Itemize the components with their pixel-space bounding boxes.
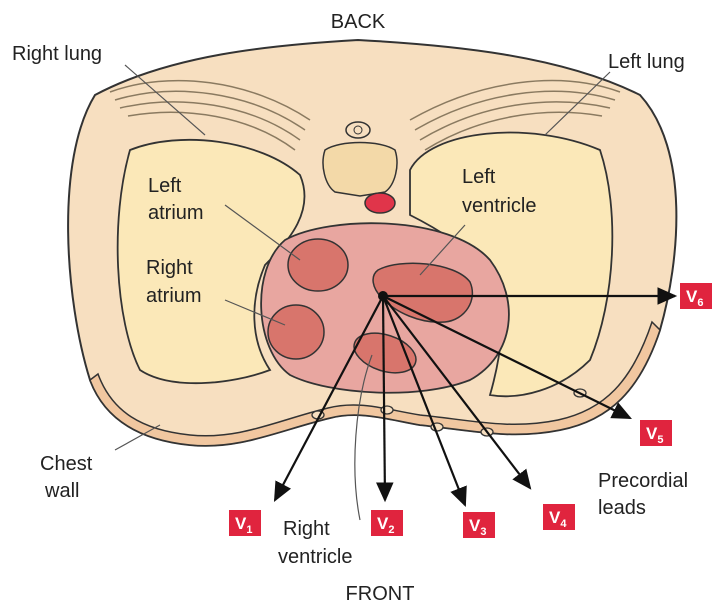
lead-box-v2: V2 xyxy=(371,510,403,536)
label-left-lung: Left lung xyxy=(608,51,685,73)
right-atrium xyxy=(268,305,324,359)
label-back: BACK xyxy=(331,11,386,33)
label-chest-wall-2: wall xyxy=(44,480,79,502)
lead-box-v5: V5 xyxy=(640,420,672,446)
label-front: FRONT xyxy=(346,583,415,605)
lead-v6-num: 6 xyxy=(697,297,703,309)
label-precordial-1: Precordial xyxy=(598,470,688,492)
lead-v1-letter: V xyxy=(235,514,247,533)
lead-v1-num: 1 xyxy=(246,524,252,536)
lead-v5-num: 5 xyxy=(657,434,663,446)
aorta xyxy=(365,193,395,213)
label-right-ventricle-1: Right xyxy=(283,518,330,540)
lead-box-v3: V3 xyxy=(463,512,495,538)
lead-v3-num: 3 xyxy=(480,526,486,538)
lead-v2-letter: V xyxy=(377,514,389,533)
left-atrium xyxy=(288,239,348,291)
label-left-ventricle-2: ventricle xyxy=(462,195,536,217)
lead-box-v1: V1 xyxy=(229,510,261,536)
label-left-ventricle-1: Left xyxy=(462,166,496,188)
vertebra xyxy=(323,143,397,197)
lead-v4-letter: V xyxy=(549,508,561,527)
lead-v4-num: 4 xyxy=(560,518,567,530)
label-precordial-2: leads xyxy=(598,497,646,519)
label-right-ventricle-2: ventricle xyxy=(278,546,352,568)
label-left-atrium-1: Left xyxy=(148,175,182,197)
spinal-canal xyxy=(346,122,370,138)
lead-v3-letter: V xyxy=(469,516,481,535)
label-right-lung: Right lung xyxy=(12,43,102,65)
lead-box-v6: V6 xyxy=(680,283,712,309)
label-right-atrium-2: atrium xyxy=(146,285,202,307)
lead-v5-letter: V xyxy=(646,424,658,443)
lead-box-v4: V4 xyxy=(543,504,575,530)
label-chest-wall-1: Chest xyxy=(40,453,93,475)
lead-v2-num: 2 xyxy=(388,524,394,536)
label-right-atrium-1: Right xyxy=(146,257,193,279)
lead-v6-letter: V xyxy=(686,287,698,306)
label-left-atrium-2: atrium xyxy=(148,202,204,224)
